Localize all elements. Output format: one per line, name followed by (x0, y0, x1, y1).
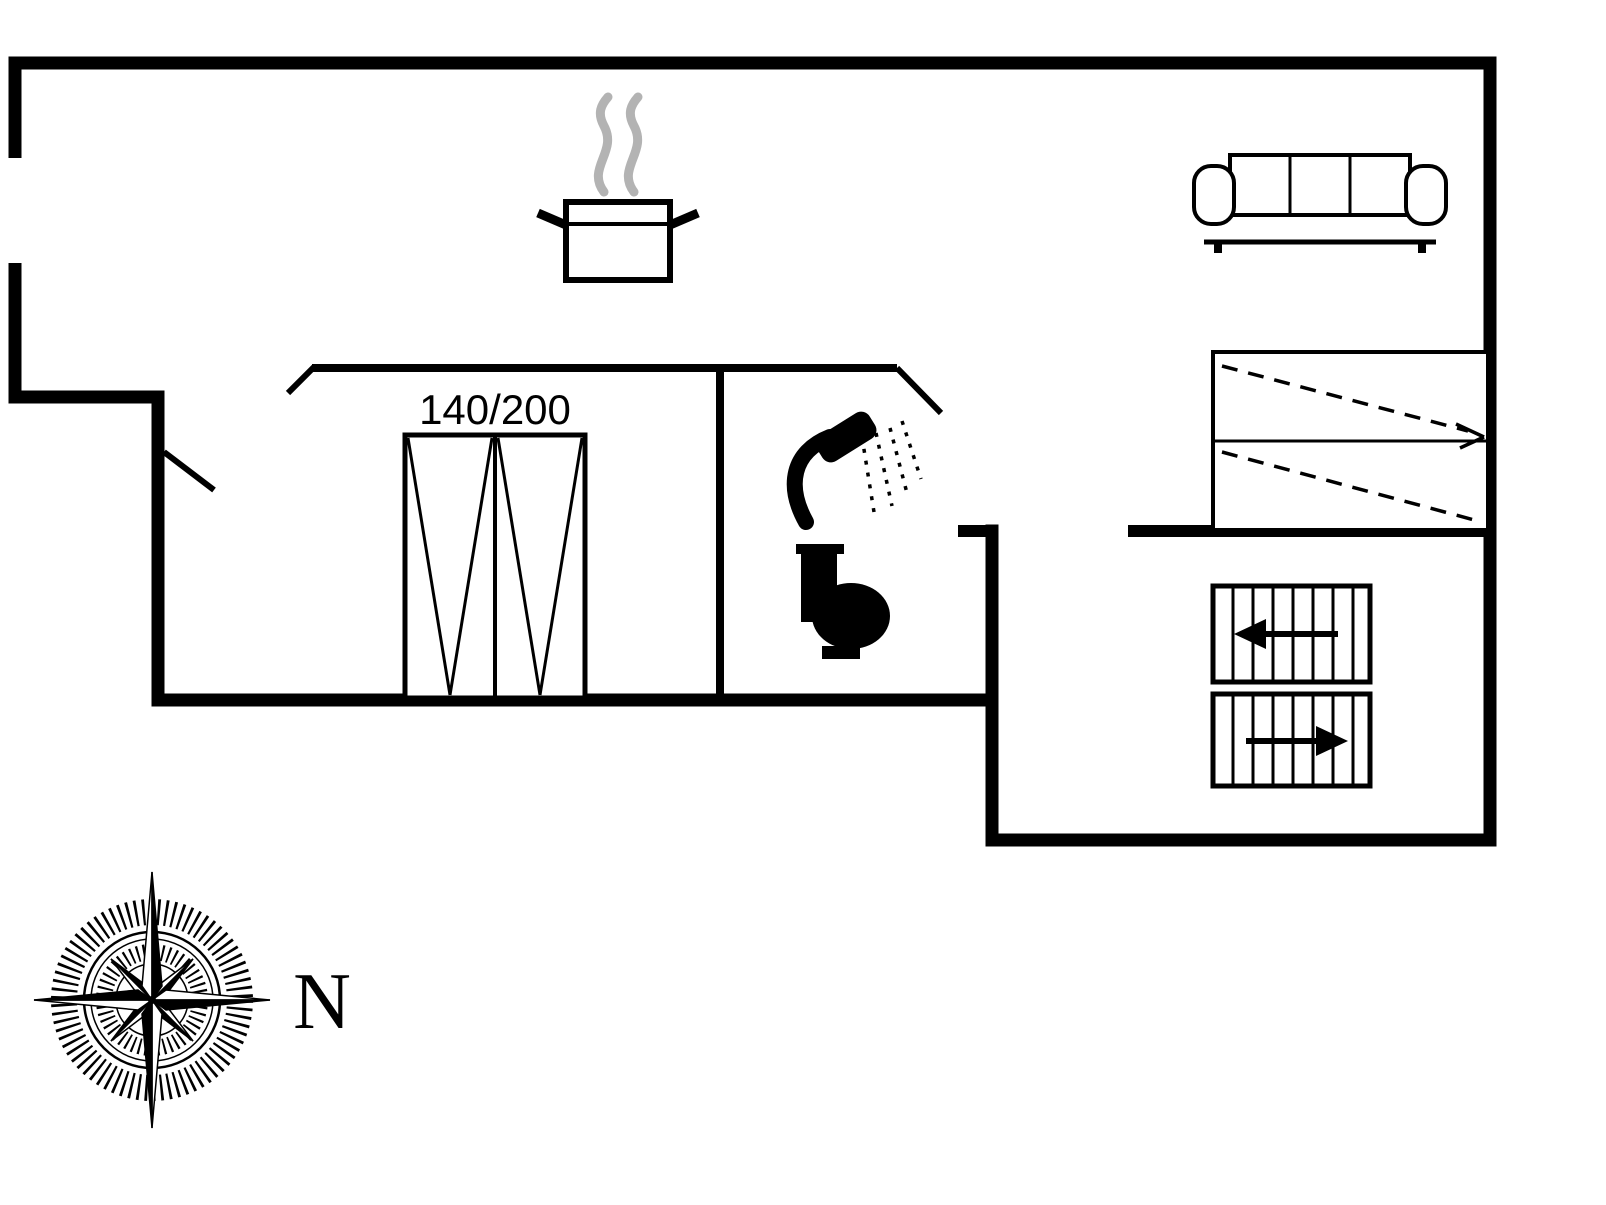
toilet-icon (796, 544, 890, 659)
bed-size-label: 140/200 (419, 386, 571, 433)
single-bed-top-icon (1210, 583, 1373, 685)
sofa-bed-icon (1211, 350, 1490, 532)
double-bed-icon (402, 432, 588, 701)
shower-icon (786, 411, 923, 530)
steam-icon (593, 92, 643, 197)
cooking-pot-icon (536, 199, 700, 283)
single-bed-arrow-left-icon (1234, 619, 1338, 649)
single-bed-arrow-right-icon (1246, 726, 1348, 756)
single-bed-bottom-icon (1210, 691, 1373, 789)
compass-north-label: N (293, 958, 351, 1046)
sofa-icon (1192, 153, 1448, 253)
compass-rose-icon (33, 871, 271, 1129)
door-swing-lines (162, 364, 944, 493)
